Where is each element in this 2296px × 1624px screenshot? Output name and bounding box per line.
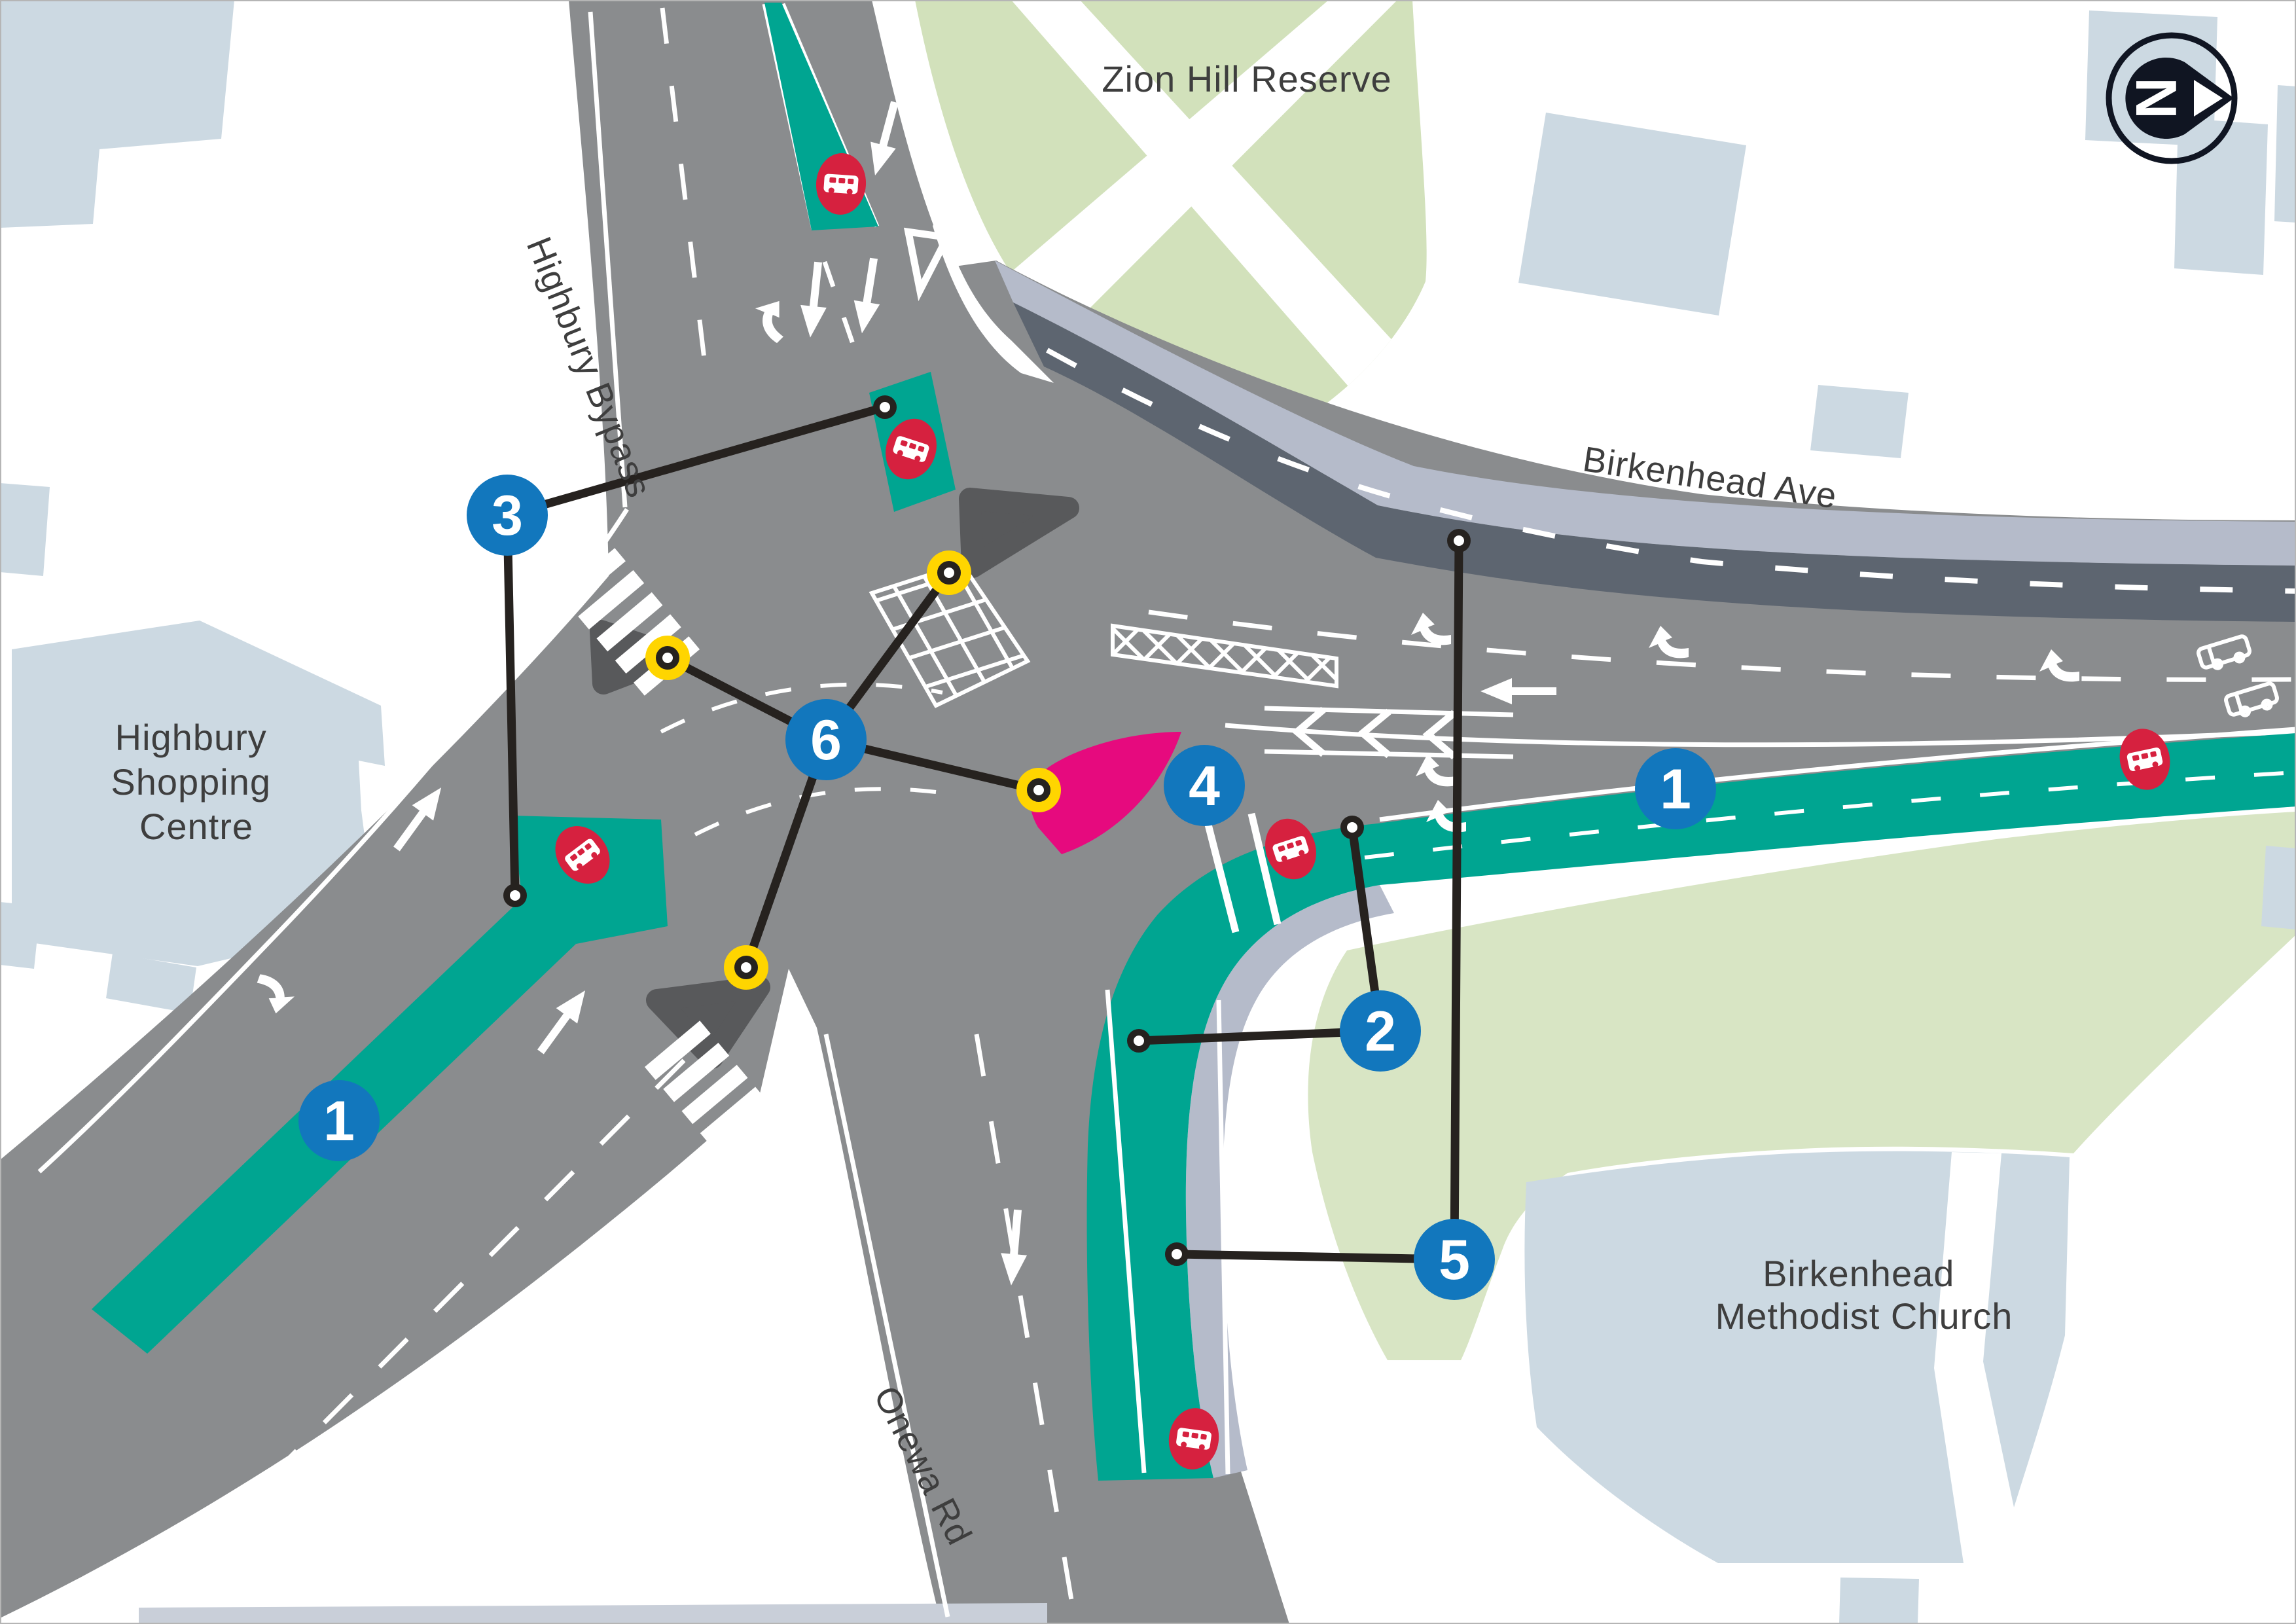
signal-marker-icon bbox=[645, 636, 690, 680]
svg-text:N: N bbox=[2124, 77, 2189, 119]
bus-lane-east-and-south bbox=[1086, 733, 2296, 1481]
church-lawn-area bbox=[1308, 812, 2296, 1360]
footpath-white bbox=[933, 216, 1054, 383]
svg-text:5: 5 bbox=[1439, 1229, 1470, 1291]
callout-1-west: 1 bbox=[298, 1080, 380, 1161]
signal-marker-icon bbox=[724, 945, 768, 990]
green-spaces bbox=[915, 0, 2296, 1360]
bottom-footpath-strip bbox=[139, 1603, 1047, 1624]
callout-1-east: 1 bbox=[1635, 748, 1716, 829]
building bbox=[1810, 385, 1909, 458]
svg-text:2: 2 bbox=[1365, 1000, 1396, 1063]
building bbox=[106, 953, 196, 1013]
birkenhead-ave-road bbox=[1013, 302, 2296, 622]
building bbox=[1518, 113, 1746, 316]
svg-text:4: 4 bbox=[1189, 755, 1220, 818]
signal-marker-icon bbox=[927, 550, 971, 595]
building bbox=[0, 483, 50, 576]
callout-5: 5 bbox=[1414, 1219, 1495, 1300]
label-birkenhead-methodist-church: Birkenhead Methodist Church bbox=[1715, 1253, 2013, 1337]
building bbox=[0, 0, 234, 228]
reserve-paths bbox=[1000, 0, 1427, 424]
building bbox=[2261, 846, 2296, 929]
callout-2: 2 bbox=[1340, 990, 1421, 1072]
label-highbury-shopping-centre: Highbury Shopping Centre bbox=[111, 717, 281, 847]
svg-text:3: 3 bbox=[492, 484, 523, 547]
traffic-island bbox=[959, 488, 1079, 578]
callout-6: 6 bbox=[785, 699, 867, 780]
callout-3: 3 bbox=[467, 475, 548, 556]
building bbox=[2274, 85, 2296, 223]
north-arrow-icon: N bbox=[2106, 32, 2238, 164]
signal-marker-icon bbox=[1016, 768, 1061, 812]
svg-text:6: 6 bbox=[810, 709, 842, 772]
traffic-island bbox=[646, 976, 770, 1069]
highbury-shopping-centre-building bbox=[12, 621, 385, 966]
birkenhead-methodist-church-building bbox=[1524, 1151, 2070, 1563]
label-zion-hill-reserve: Zion Hill Reserve bbox=[1102, 58, 1391, 99]
highlight-area-pink bbox=[1030, 732, 1181, 854]
church-walkway bbox=[1934, 1152, 2026, 1563]
birkenhead-ave-footpath bbox=[995, 261, 2296, 566]
building bbox=[1839, 1578, 1919, 1624]
svg-text:1: 1 bbox=[1660, 758, 1691, 821]
road-gap-wedge bbox=[39, 1047, 941, 1624]
svg-text:1: 1 bbox=[323, 1090, 355, 1153]
callout-4: 4 bbox=[1164, 745, 1245, 826]
callout-badges: 1 1 2 3 4 5 6 bbox=[298, 475, 1716, 1300]
